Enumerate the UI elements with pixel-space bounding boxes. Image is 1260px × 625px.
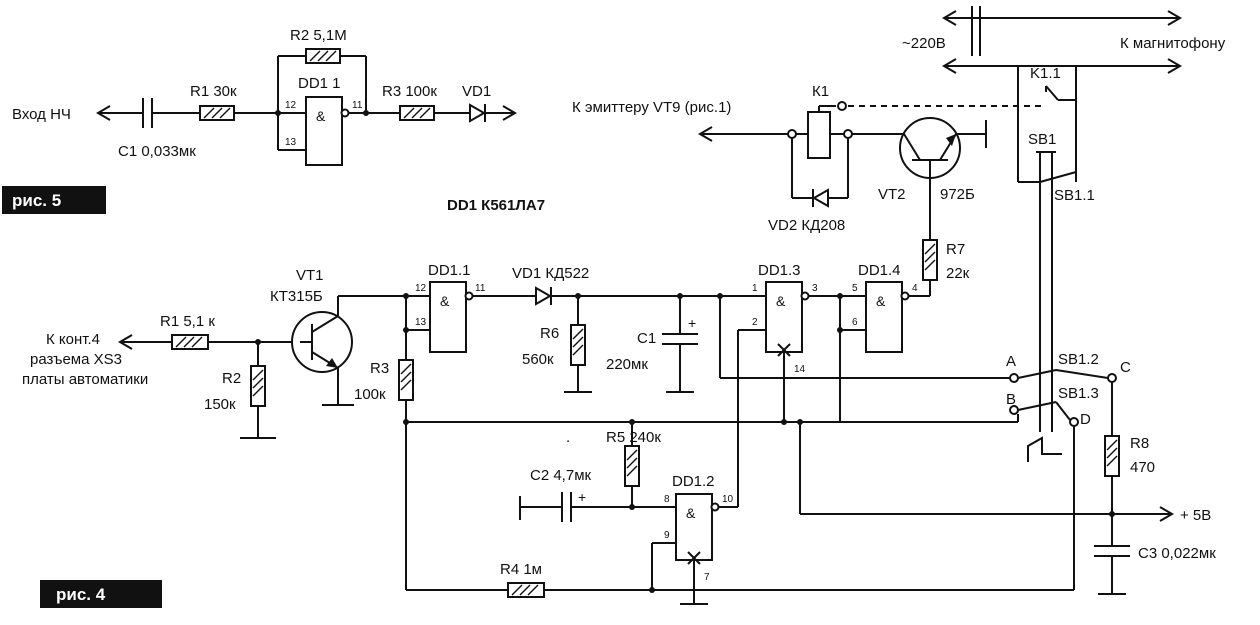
svg-text:14: 14 [794,364,806,375]
fig5-r1-label: R1 30к [190,83,237,100]
fig4-r4-label: R4 1м [500,561,542,578]
figure-4-circuit: К конт.4 разъема XS3 платы автоматики R1… [22,6,1226,605]
svg-text:&: & [686,505,696,521]
fig4-vd2-diode [811,188,829,208]
svg-text:+: + [688,315,696,331]
fig4-r6-value: 560к [522,351,554,368]
figure-5-tag: рис. 5 [2,186,106,214]
fig4-r8-value: 470 [1130,459,1155,476]
fig4-sb11-label: SB1.1 [1054,187,1095,204]
fig4-r7-name: R7 [946,241,965,258]
fig4-c1-name: C1 [637,330,656,347]
fig4-vt1-name: VT1 [296,267,324,284]
fig4-pt-b: B [1006,391,1016,408]
fig4-dd11-gate [429,281,467,353]
svg-text:8: 8 [664,494,670,505]
svg-text:4: 4 [912,283,918,294]
fig4-r3-name: R3 [370,360,389,377]
svg-text:.: . [566,429,570,446]
fig4-r8-name: R8 [1130,435,1149,452]
fig4-r6-name: R6 [540,325,559,342]
fig5-dd1-gate [305,96,343,166]
fig4-pt-a: A [1006,353,1016,370]
fig4-vd1-label: VD1 КД522 [512,265,589,282]
svg-text:13: 13 [415,317,427,328]
svg-text:3: 3 [812,283,818,294]
fig4-r2-value: 150к [204,396,236,413]
fig4-c2-label: C2 4,7мк [530,467,592,484]
svg-text:9: 9 [664,530,670,541]
fig5-c1-capacitor [142,98,153,128]
fig4-dd11-label: DD1.1 [428,262,471,279]
fig5-dd1-label: DD1 1 [298,75,341,92]
svg-text:5: 5 [852,283,858,294]
figure-5-circuit: Вход НЧ C1 0,033мк R1 30к R2 5,1M & DD1 … [12,27,517,166]
fig4-c1-value: 220мк [606,356,648,373]
svg-text:10: 10 [722,494,734,505]
fig4-dd12-label: DD1.2 [672,473,715,490]
svg-text:&: & [440,293,450,309]
fig4-r2-name: R2 [222,370,241,387]
svg-text:11: 11 [352,100,363,111]
fig4-sb1-label: SB1 [1028,131,1056,148]
svg-text:&: & [316,108,326,124]
svg-text:7: 7 [704,572,710,583]
fig5-vd1-label: VD1 [462,83,491,100]
fig4-r1-resistor [171,334,209,350]
fig4-vt1-type: КТ315Б [270,288,323,305]
fig4-pt-d: D [1080,411,1091,428]
fig4-r3-value: 100к [354,386,386,403]
fig4-r4-resistor [507,582,545,598]
figure-4-tag: рис. 4 [40,580,162,608]
fig4-input-line3: платы автоматики [22,371,148,388]
fig4-r7-value: 22к [946,265,970,282]
fig4-vd2-label: VD2 КД208 [768,217,845,234]
svg-text:&: & [776,293,786,309]
svg-text:12: 12 [285,100,297,111]
fig4-r1-label: R1 5,1 к [160,313,215,330]
fig4-dd14-label: DD1.4 [858,262,901,279]
fig4-k1-relay [807,111,831,159]
fig4-k1-label: К1 [812,83,829,100]
chip-note: DD1 К561ЛА7 [447,197,545,214]
fig4-vt2-type: 972Б [940,186,975,203]
fig5-r2-label: R2 5,1M [290,27,347,44]
fig4-r5-label: R5 240к [606,429,661,446]
fig4-to-emitter-label: К эмиттеру VT9 (рис.1) [572,99,731,116]
mains-label: ~220В [902,35,946,52]
fig4-dd14-gate [865,281,903,353]
svg-text:рис. 4: рис. 4 [56,585,106,604]
svg-text:+: + [578,489,586,505]
fig4-vt2-name: VT2 [878,186,906,203]
fig4-vd1-diode [535,286,553,306]
svg-text:рис. 5: рис. 5 [12,191,61,210]
fig5-c1-label: C1 0,033мк [118,143,196,160]
fig5-input-label: Вход НЧ [12,106,71,123]
svg-text:13: 13 [285,137,297,148]
svg-text:6: 6 [852,317,858,328]
fig4-input-line2: разъема XS3 [30,351,122,368]
fig4-sb12-label: SB1.2 [1058,351,1099,368]
fig4-sb13-label: SB1.3 [1058,385,1099,402]
fig4-input-line1: К конт.4 [46,331,100,348]
fig4-dd13-label: DD1.3 [758,262,801,279]
svg-text:11: 11 [475,283,486,294]
to-recorder-label: К магнитофону [1120,35,1226,52]
fig5-vd1-diode [469,103,487,123]
fig4-vt2-transistor [899,117,961,182]
fig5-r3-label: R3 100к [382,83,437,100]
fig4-dd12-gate [675,493,713,561]
svg-text:1: 1 [752,283,758,294]
plus5v-label: + 5В [1180,507,1211,524]
svg-text:2: 2 [752,317,758,328]
svg-text:12: 12 [415,283,427,294]
fig4-c3-label: C3 0,022мк [1138,545,1216,562]
fig4-vt1-transistor [291,311,353,373]
svg-text:&: & [876,293,886,309]
fig4-k11-label: K1.1 [1030,65,1061,82]
fig4-pt-c: C [1120,359,1131,376]
